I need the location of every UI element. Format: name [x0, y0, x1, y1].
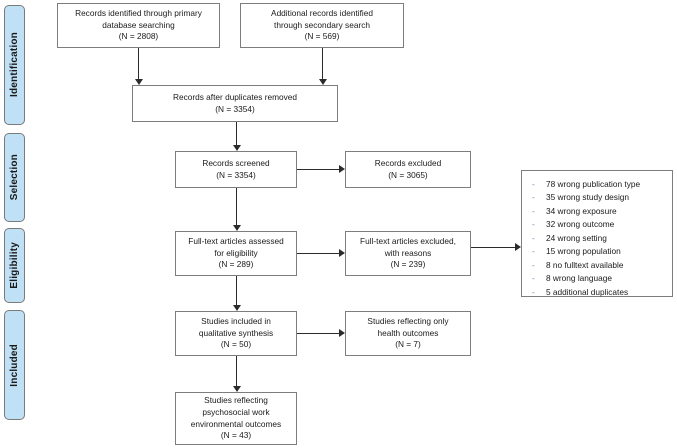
box-records-screened: Records screened (N = 3354)	[175, 151, 297, 188]
bullet-dash: -	[532, 259, 535, 270]
list-item-label: 8 wrong language	[546, 273, 612, 284]
bullet-dash: -	[532, 219, 535, 230]
box-fulltext-assessed-text: Full-text articles assessed for eligibil…	[188, 235, 284, 270]
exclusion-reasons-list: - 78 wrong publication type - 35 wrong s…	[532, 178, 668, 299]
connector-synthesis-to-health-outcomes	[297, 333, 339, 334]
box-fulltext-excluded: Full-text articles excluded, with reason…	[345, 231, 471, 276]
list-item: - 34 wrong exposure	[532, 205, 668, 218]
list-item: - 78 wrong publication type	[532, 178, 668, 191]
box-records-screened-text: Records screened (N = 3354)	[202, 157, 270, 180]
list-item-label: 32 wrong outcome	[546, 219, 615, 230]
list-item: - 24 wrong setting	[532, 232, 668, 245]
box-qualitative-synthesis: Studies included in qualitative synthesi…	[175, 311, 297, 356]
box-qualitative-synthesis-text: Studies included in qualitative synthesi…	[198, 315, 274, 350]
arrowhead-assessed-to-synthesis	[233, 305, 241, 311]
connector-screened-to-excluded	[297, 169, 339, 170]
box-duplicates-removed: Records after duplicates removed (N = 33…	[132, 85, 338, 122]
connector-excluded-to-reasons	[471, 247, 515, 248]
list-item: - 32 wrong outcome	[532, 218, 668, 231]
box-primary-database-search-text: Records identified through primary datab…	[75, 7, 202, 42]
stage-label-eligibility-text: Eligibility	[9, 242, 20, 289]
connector-duplicates-to-screened	[236, 122, 237, 145]
arrowhead-primary-to-duplicates	[135, 79, 143, 85]
box-fulltext-assessed: Full-text articles assessed for eligibil…	[175, 231, 297, 276]
connector-assessed-to-excluded	[297, 253, 339, 254]
list-item: - 8 no fulltext available	[532, 259, 668, 272]
list-item-label: 35 wrong study design	[546, 192, 630, 203]
bullet-dash: -	[532, 273, 535, 284]
box-exclusion-reasons: - 78 wrong publication type - 35 wrong s…	[521, 170, 673, 297]
arrowhead-synthesis-to-psychosocial	[233, 386, 241, 392]
bullet-dash: -	[532, 205, 535, 216]
connector-primary-to-duplicates	[138, 48, 139, 79]
stage-label-identification-text: Identification	[9, 32, 20, 98]
list-item: - 35 wrong study design	[532, 191, 668, 204]
connector-secondary-to-duplicates	[322, 48, 323, 79]
box-health-outcomes-only: Studies reflecting only health outcomes …	[345, 311, 471, 356]
arrowhead-synthesis-to-health-outcomes	[339, 329, 345, 337]
box-duplicates-removed-text: Records after duplicates removed (N = 33…	[172, 91, 298, 114]
list-item-label: 8 no fulltext available	[546, 259, 624, 270]
list-item-label: 15 wrong population	[546, 246, 621, 257]
connector-assessed-to-synthesis	[236, 276, 237, 305]
box-records-excluded: Records excluded (N = 3065)	[345, 151, 471, 188]
stage-label-included-text: Included	[9, 343, 20, 387]
box-secondary-search-text: Additional records identified through se…	[271, 7, 373, 42]
arrowhead-screened-to-excluded	[339, 165, 345, 173]
box-health-outcomes-only-text: Studies reflecting only health outcomes …	[367, 315, 449, 350]
list-item-label: 34 wrong exposure	[546, 205, 617, 216]
bullet-dash: -	[532, 246, 535, 257]
list-item: - 15 wrong population	[532, 245, 668, 258]
box-secondary-search: Additional records identified through se…	[240, 3, 404, 48]
list-item-label: 78 wrong publication type	[546, 179, 641, 189]
list-item: - 8 wrong language	[532, 272, 668, 285]
stage-label-included: Included	[4, 310, 25, 420]
stage-label-selection-text: Selection	[9, 154, 20, 201]
arrowhead-secondary-to-duplicates	[319, 79, 327, 85]
stage-label-identification: Identification	[4, 5, 25, 125]
connector-synthesis-to-psychosocial	[236, 356, 237, 386]
box-records-excluded-text: Records excluded (N = 3065)	[374, 157, 442, 180]
box-primary-database-search: Records identified through primary datab…	[57, 3, 220, 48]
list-item-label: 24 wrong setting	[546, 232, 607, 243]
box-fulltext-excluded-text: Full-text articles excluded, with reason…	[360, 235, 456, 270]
bullet-dash: -	[532, 286, 535, 297]
arrowhead-screened-to-fulltext	[233, 225, 241, 231]
bullet-dash: -	[532, 192, 535, 203]
list-item: - 5 additional duplicates	[532, 286, 668, 299]
bullet-dash: -	[532, 232, 535, 243]
arrowhead-excluded-to-reasons	[515, 243, 521, 251]
stage-label-selection: Selection	[4, 133, 25, 222]
box-psychosocial-outcomes: Studies reflecting psychosocial work env…	[175, 392, 297, 445]
list-item-label: 5 additional duplicates	[546, 286, 629, 297]
bullet-dash: -	[532, 179, 535, 189]
arrowhead-assessed-to-excluded	[339, 249, 345, 257]
connector-screened-to-fulltext	[236, 188, 237, 225]
box-psychosocial-outcomes-text: Studies reflecting psychosocial work env…	[190, 394, 282, 441]
stage-label-eligibility: Eligibility	[4, 228, 25, 303]
arrowhead-duplicates-to-screened	[233, 145, 241, 151]
